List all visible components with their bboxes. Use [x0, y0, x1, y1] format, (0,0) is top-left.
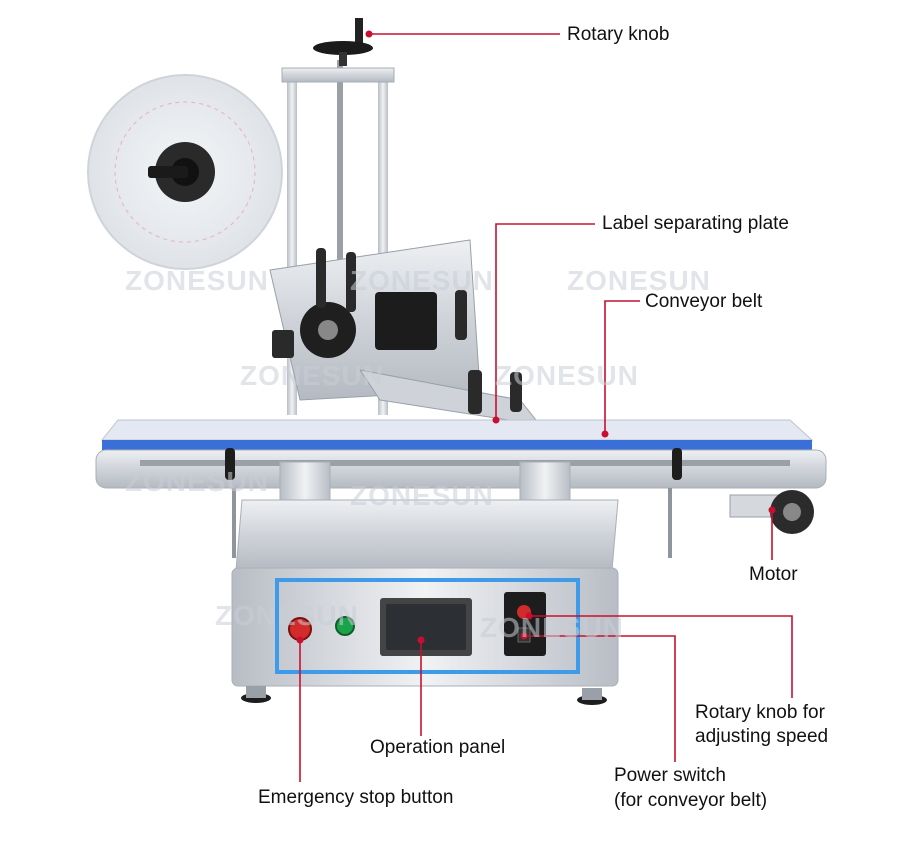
label-operation-panel: Operation panel [370, 737, 506, 758]
label-motor: Motor [749, 564, 798, 585]
label-emergency-stop-button: Emergency stop button [258, 787, 454, 808]
watermark-8: ZONESUN [215, 600, 359, 631]
callout-lines [299, 33, 793, 782]
green-start [335, 616, 355, 636]
watermark-7: ZONESUN [350, 480, 494, 511]
watermark-6: ZONESUN [125, 466, 269, 497]
label-rotary-knob: Rotary knob [567, 24, 670, 45]
watermark-4: ZONESUN [240, 360, 384, 391]
conveyor [95, 419, 827, 558]
speed-controller [504, 592, 546, 656]
touch-screen [380, 598, 472, 656]
label-label-separating-plate: Label separating plate [602, 213, 789, 234]
label-rotary-knob-speed-line2: adjusting speed [695, 726, 829, 747]
watermark-5: ZONESUN [495, 360, 639, 391]
callout-dots [296, 30, 776, 644]
watermark-1: ZONESUN [125, 265, 269, 296]
watermark-9: ZONESUN [480, 612, 624, 643]
label-rotary-knob-speed-line1: Rotary knob for [695, 702, 825, 723]
label-power-switch-line2: (for conveyor belt) [614, 790, 768, 811]
motor [729, 490, 814, 534]
labeling-head [269, 239, 542, 426]
label-power-switch-line1: Power switch [614, 765, 726, 786]
watermark-3: ZONESUN [567, 265, 711, 296]
watermark-2: ZONESUN [350, 265, 494, 296]
top-rotary-knob [313, 18, 373, 66]
label-conveyor-belt: Conveyor belt [645, 291, 763, 312]
label-roll [87, 74, 283, 270]
